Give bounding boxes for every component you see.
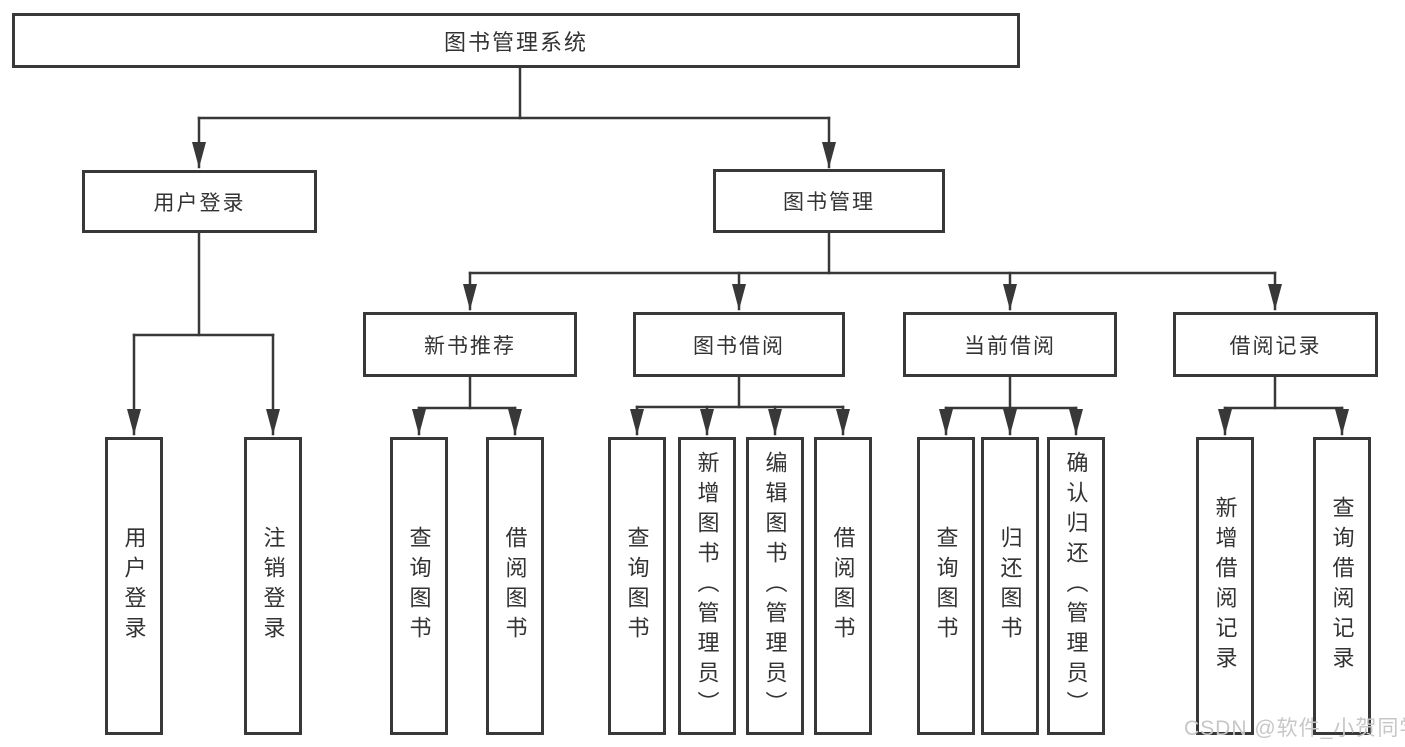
node-label: 查询图书 xyxy=(933,526,959,646)
node-library-management-system: 图书管理系统 xyxy=(12,13,1020,68)
node-label: 新书推荐 xyxy=(424,334,516,358)
node-label: 新增借阅记录 xyxy=(1212,496,1238,676)
node-label: 新增图书（管理员） xyxy=(694,451,720,721)
node-new-book-recommend: 新书推荐 xyxy=(363,312,577,377)
node-current-borrow: 当前借阅 xyxy=(903,312,1117,377)
leaf-borrow-borrow-books: 借阅图书 xyxy=(814,437,872,735)
leaf-records-add-record: 新增借阅记录 xyxy=(1196,437,1254,735)
node-label: 归还图书 xyxy=(997,526,1023,646)
connector-root-to-level1 xyxy=(192,66,836,169)
leaf-current-query-books: 查询图书 xyxy=(917,437,975,735)
connector-user-login-branch xyxy=(127,231,280,436)
leaf-borrow-query-books: 查询图书 xyxy=(608,437,666,735)
node-label: 注销登录 xyxy=(260,526,286,646)
node-label: 借阅图书 xyxy=(502,526,528,646)
node-label: 查询图书 xyxy=(624,526,650,646)
leaf-borrow-edit-books-admin: 编辑图书（管理员） xyxy=(746,437,804,735)
connector-book-borrow-branch xyxy=(630,375,850,436)
node-book-borrow: 图书借阅 xyxy=(633,312,845,377)
connector-borrow-records-branch xyxy=(1218,375,1349,436)
leaf-logout: 注销登录 xyxy=(244,437,302,735)
leaf-current-return-books: 归还图书 xyxy=(981,437,1039,735)
node-book-management: 图书管理 xyxy=(713,169,945,233)
node-label: 图书管理系统 xyxy=(443,29,588,55)
csdn-watermark: CSDN @软件_小贺同学 xyxy=(1184,717,1405,740)
node-label: 编辑图书（管理员） xyxy=(762,451,788,721)
node-label: 当前借阅 xyxy=(964,334,1056,358)
node-label: 借阅记录 xyxy=(1229,334,1322,358)
node-label: 查询借阅记录 xyxy=(1329,496,1355,676)
leaf-recommend-query-books: 查询图书 xyxy=(390,437,448,735)
leaf-borrow-add-books-admin: 新增图书（管理员） xyxy=(678,437,736,735)
leaf-current-confirm-return-admin: 确认归还（管理员） xyxy=(1047,437,1105,735)
node-label: 用户登录 xyxy=(153,191,246,215)
node-user-login: 用户登录 xyxy=(82,170,317,233)
node-label: 借阅图书 xyxy=(830,526,856,646)
connector-book-management-branch xyxy=(463,231,1282,311)
node-label: 查询图书 xyxy=(406,526,432,646)
connector-new-book-recommend-branch xyxy=(412,375,522,436)
leaf-user-login: 用户登录 xyxy=(105,437,163,735)
node-borrow-records: 借阅记录 xyxy=(1173,312,1378,377)
node-label: 图书管理 xyxy=(783,191,875,214)
node-label: 用户登录 xyxy=(121,526,147,646)
leaf-records-query-record: 查询借阅记录 xyxy=(1313,437,1371,735)
node-label: 确认归还（管理员） xyxy=(1063,451,1089,721)
connector-current-borrow-branch xyxy=(939,375,1083,436)
leaf-recommend-borrow-books: 借阅图书 xyxy=(486,437,544,735)
node-label: 图书借阅 xyxy=(693,334,785,358)
